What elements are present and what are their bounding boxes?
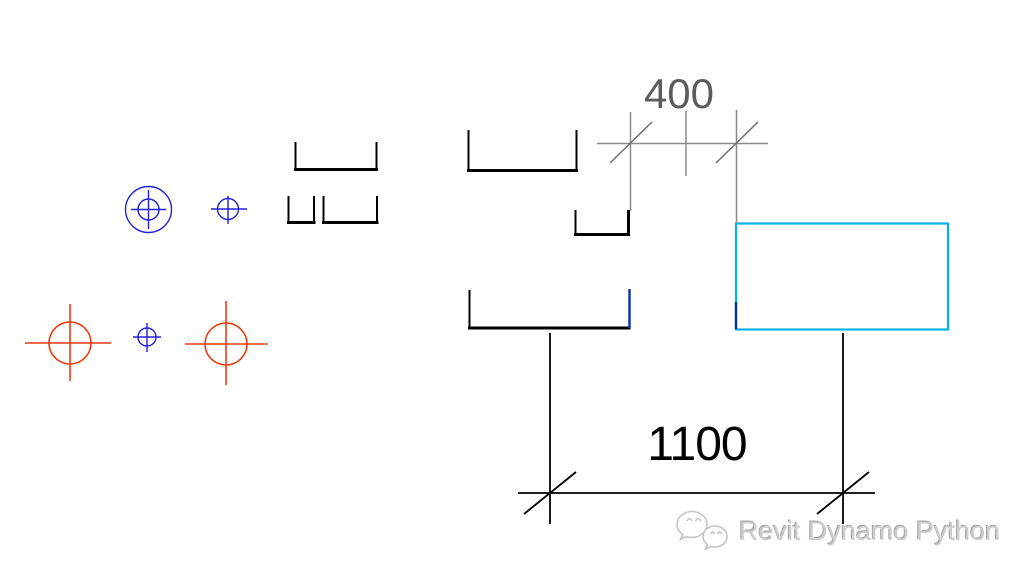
bracket-u-small-left[interactable] bbox=[287, 196, 316, 224]
symbol-circle-blue-small[interactable] bbox=[133, 323, 161, 352]
bracket-sides[interactable] bbox=[322, 196, 378, 222]
symbol-double-circle-blue[interactable] bbox=[124, 185, 173, 234]
bracket-sides[interactable] bbox=[287, 196, 315, 222]
bracket-u-bottom-middle[interactable] bbox=[468, 289, 631, 330]
dimension-1100[interactable]: 1100 bbox=[518, 333, 875, 524]
dimension-400[interactable]: 400 bbox=[597, 70, 768, 223]
dimension-value[interactable]: 1100 bbox=[647, 418, 747, 471]
bracket-u-top-left[interactable] bbox=[294, 142, 378, 171]
rectangle-outline[interactable] bbox=[734, 222, 950, 331]
tick-mark-right[interactable] bbox=[715, 121, 759, 164]
tick-mark-left[interactable] bbox=[523, 471, 577, 515]
symbol-circle-blue-top[interactable] bbox=[211, 196, 247, 224]
symbol-circle-orange-left[interactable] bbox=[25, 304, 111, 381]
bracket-sides[interactable] bbox=[467, 130, 578, 170]
outer-circle[interactable] bbox=[124, 185, 173, 234]
bracket-u-small-middle[interactable] bbox=[574, 210, 630, 236]
beam-rectangle-cyan[interactable] bbox=[734, 222, 950, 331]
tick-mark-left[interactable] bbox=[609, 121, 653, 164]
bracket-sides[interactable] bbox=[294, 142, 378, 169]
dimension-value[interactable]: 400 bbox=[644, 70, 714, 117]
bracket-u-large-middle[interactable] bbox=[467, 130, 578, 172]
tick-mark-right[interactable] bbox=[816, 471, 870, 515]
bracket-u-small-right[interactable] bbox=[322, 196, 379, 224]
symbol-circle-orange-right[interactable] bbox=[185, 301, 268, 385]
